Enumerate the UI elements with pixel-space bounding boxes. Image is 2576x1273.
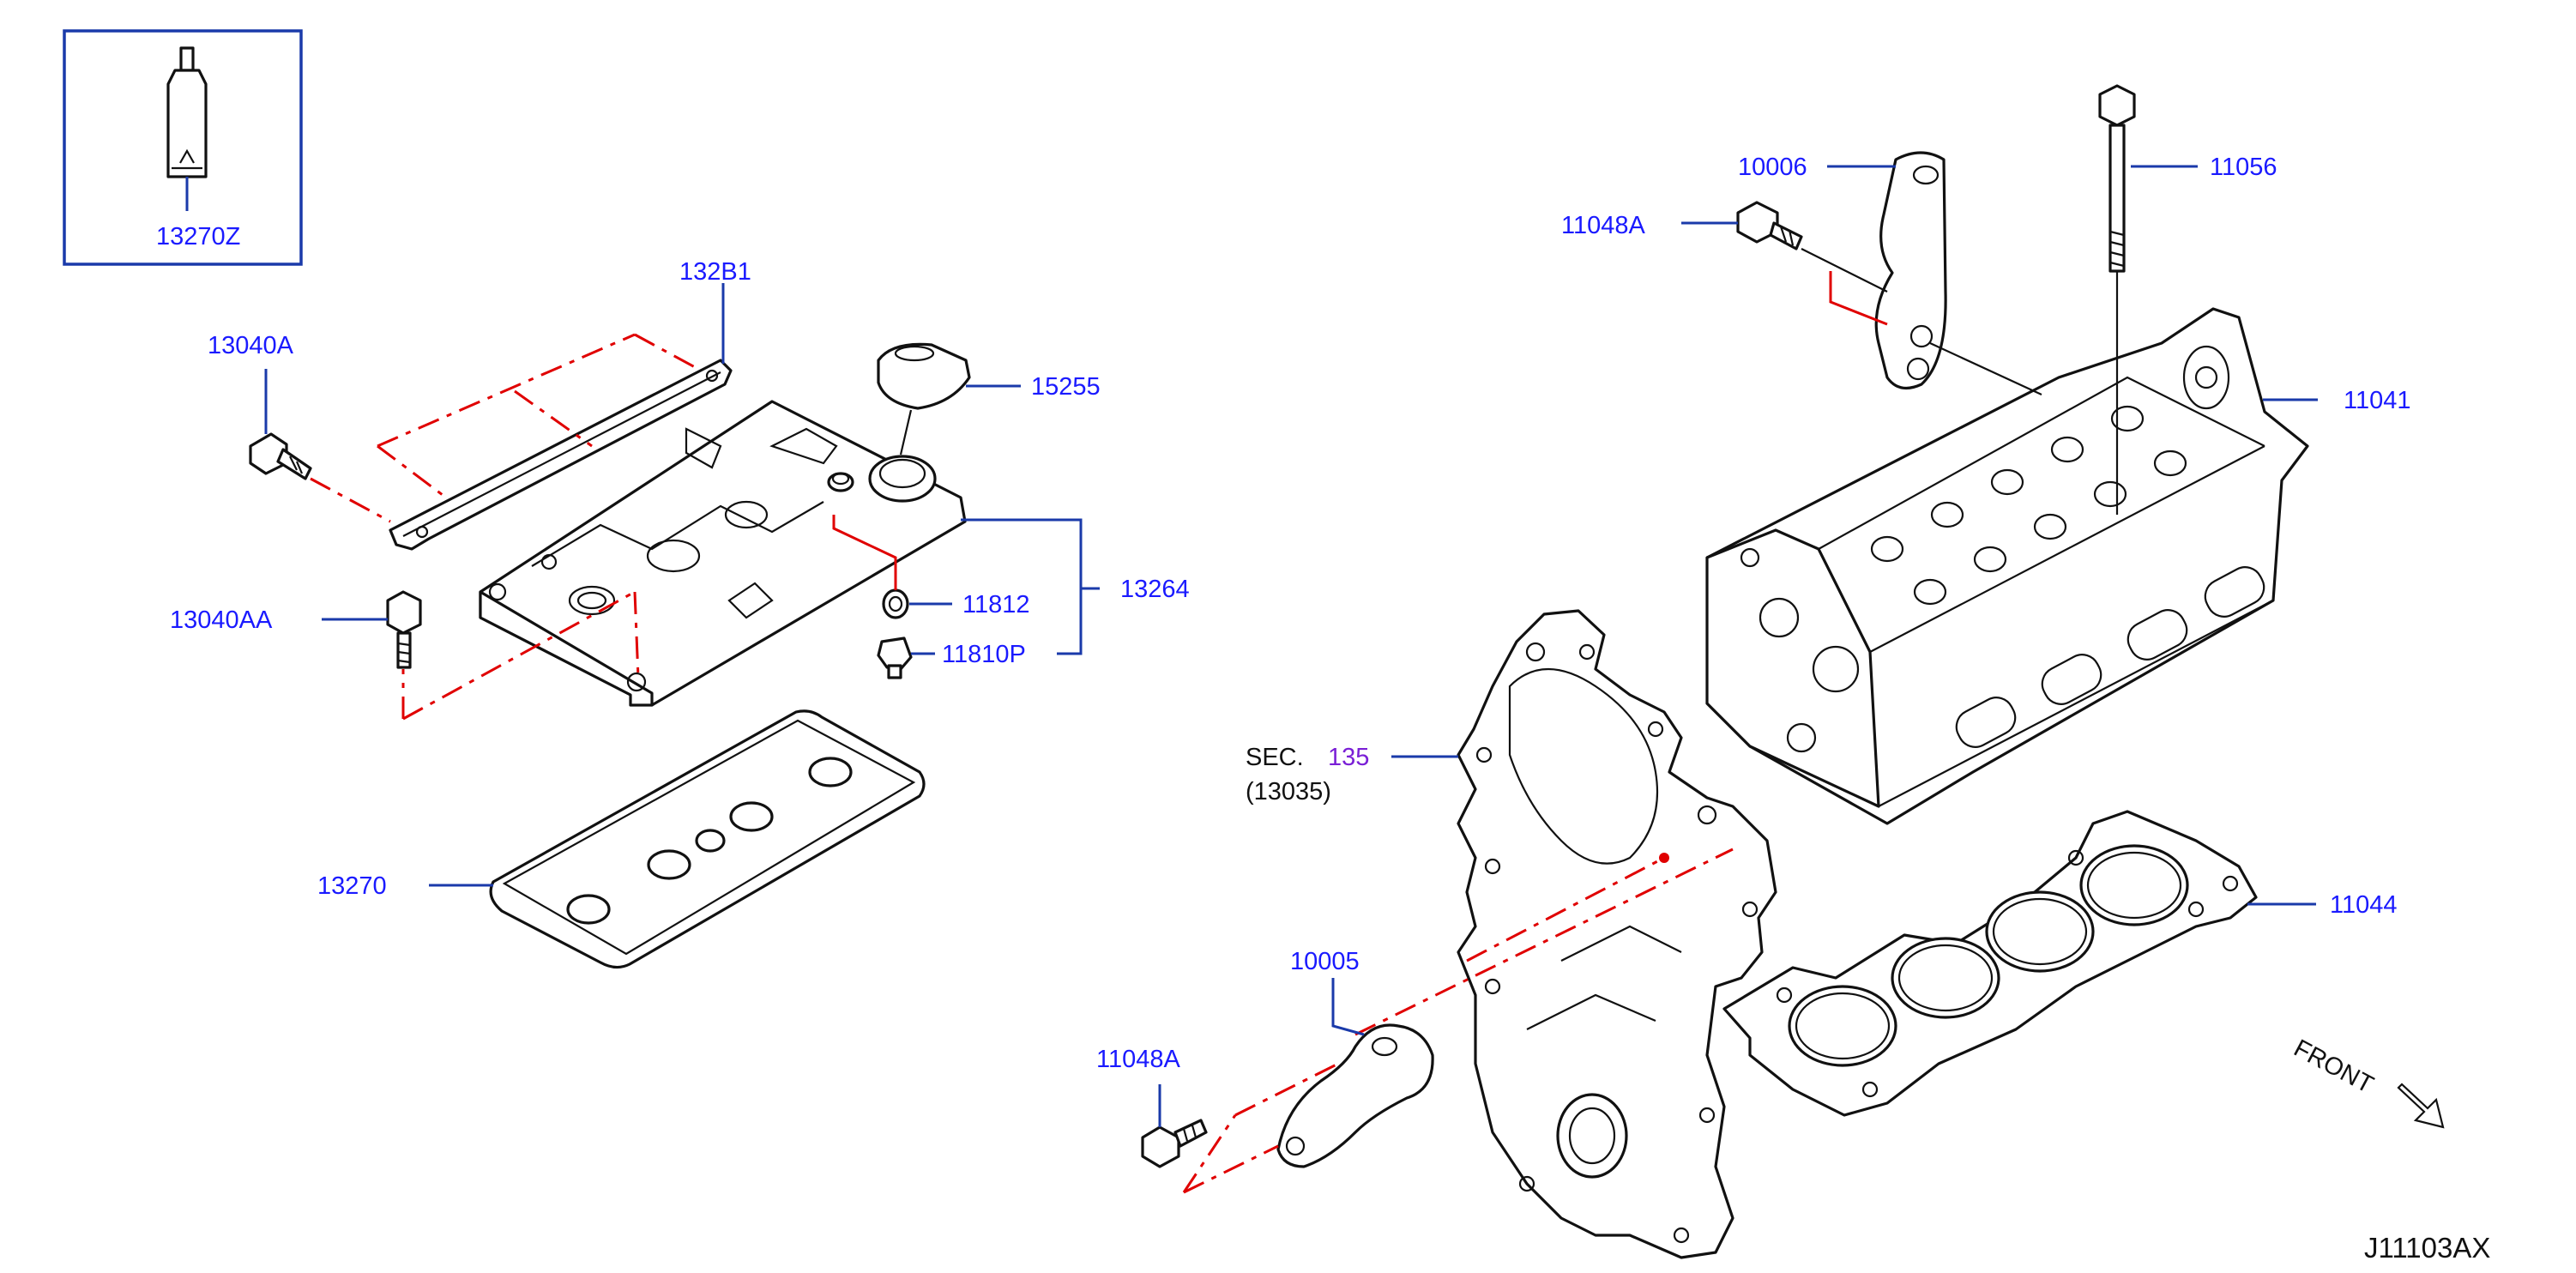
- label-13270Z[interactable]: 13270Z: [156, 223, 240, 250]
- inset-box: 13270Z: [63, 29, 303, 266]
- head-bolt-icon: [2098, 84, 2136, 515]
- sealant-tube-icon: [166, 46, 208, 178]
- bolt-13040A-icon: [249, 432, 312, 480]
- label-15255[interactable]: 15255: [1031, 373, 1101, 401]
- label-132B1[interactable]: 132B1: [679, 258, 751, 286]
- label-11044[interactable]: 11044: [2330, 891, 2398, 919]
- cam-caps: [1870, 405, 2187, 606]
- engine-slinger-bottom: [1276, 1023, 1434, 1168]
- rocker-cover: [389, 359, 967, 707]
- bolt-11048A-top-icon: [1736, 201, 1803, 250]
- cylinder-head: [1705, 307, 2309, 825]
- label-13040A[interactable]: 13040A: [208, 332, 294, 359]
- phantom-lines-left: [310, 333, 897, 721]
- label-11041[interactable]: 11041: [2344, 387, 2411, 414]
- head-gasket: [1722, 810, 2258, 1117]
- label-11056[interactable]: 11056: [2210, 154, 2277, 181]
- label-11812[interactable]: 11812: [962, 591, 1030, 618]
- section-number-link[interactable]: 135: [1328, 744, 1369, 771]
- section-prefix: SEC.: [1246, 744, 1304, 771]
- label-11048A-bottom[interactable]: 11048A: [1096, 1046, 1180, 1073]
- label-13264[interactable]: 13264: [1120, 576, 1190, 603]
- diagram-code: J11103AX: [2364, 1232, 2490, 1264]
- label-11048A-top[interactable]: 11048A: [1561, 212, 1645, 239]
- sensor-seal-icon: [882, 588, 909, 619]
- leader-lines: [264, 165, 2318, 1127]
- bolt-13040AA-icon: [386, 590, 422, 669]
- front-arrow-icon: [2397, 1083, 2445, 1129]
- phantom-lines-top: [1801, 248, 2042, 395]
- bolt-11048A-bottom-icon: [1141, 1119, 1208, 1168]
- rocker-cover-gasket: [489, 709, 926, 969]
- label-10006[interactable]: 10006: [1738, 154, 1807, 181]
- phantom-lines-bottom: [1182, 848, 1734, 1194]
- oil-filler-cap: [877, 342, 971, 456]
- label-13040AA[interactable]: 13040AA: [170, 606, 273, 634]
- sensor-icon: [877, 636, 913, 679]
- section-subref: (13035): [1246, 778, 1331, 805]
- engine-slinger-top: [1874, 151, 1947, 390]
- label-13270[interactable]: 13270: [317, 872, 387, 900]
- timing-chain-case: [1457, 609, 1777, 1259]
- label-10005[interactable]: 10005: [1290, 948, 1360, 975]
- front-label: FRONT: [2289, 1035, 2378, 1099]
- label-11810P[interactable]: 11810P: [942, 641, 1026, 668]
